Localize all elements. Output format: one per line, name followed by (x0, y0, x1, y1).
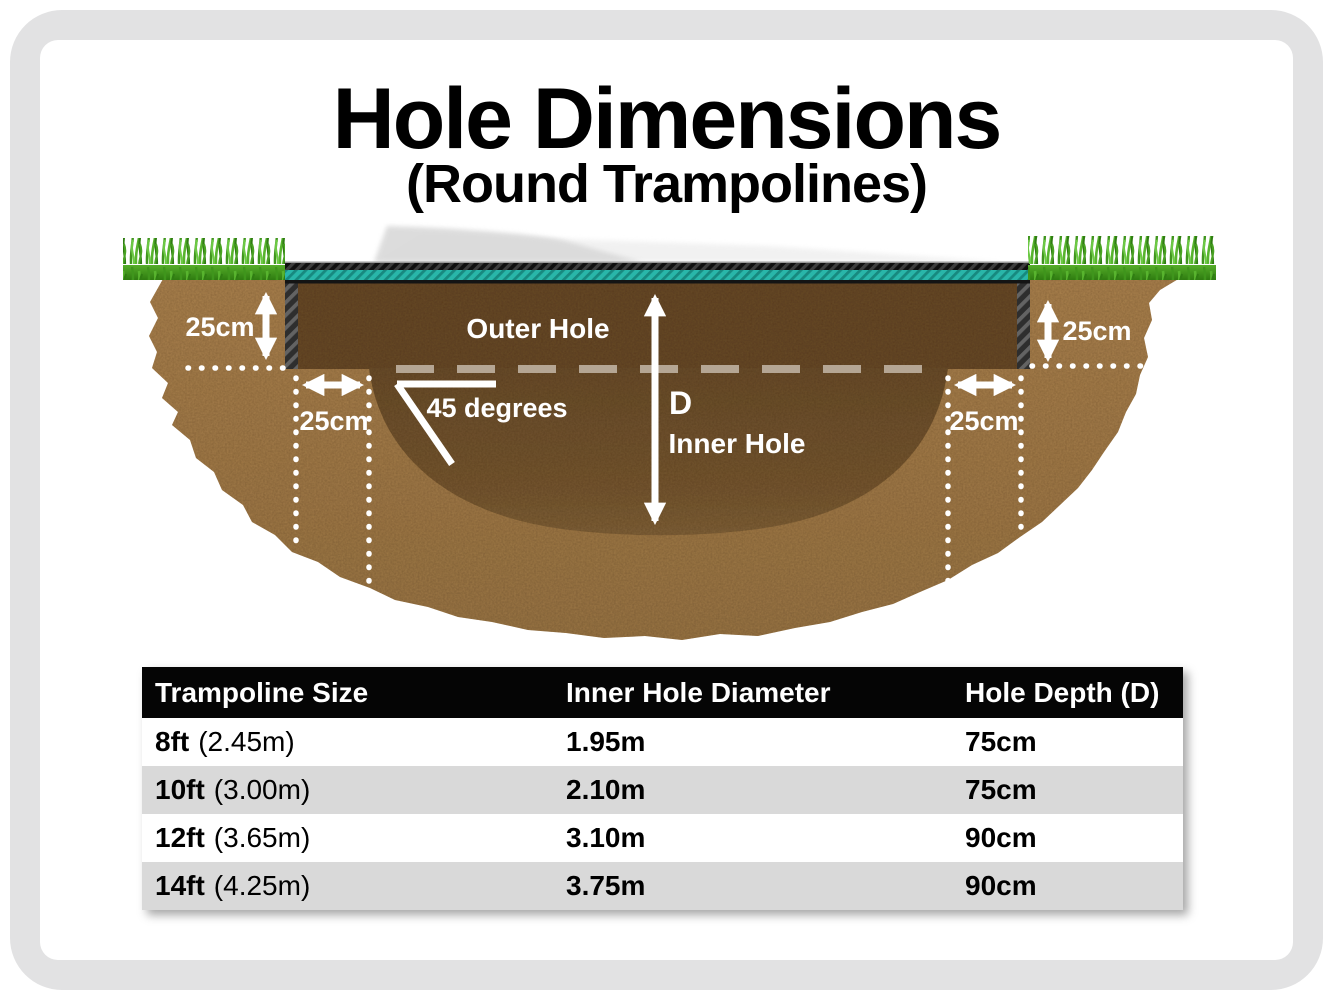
edge-depth-right-label: 25cm (1062, 316, 1131, 346)
size-metric: (2.45m) (198, 726, 295, 757)
page-subtitle: (Round Trampolines) (406, 154, 928, 214)
size-metric: (3.00m) (213, 774, 311, 805)
cell-depth: 90cm (965, 822, 1037, 853)
cell-size: 14ft (4.25m) (142, 870, 566, 902)
cell-diameter: 2.10m (566, 774, 646, 805)
ledge-width-left-label: 25cm (299, 406, 368, 436)
cell-depth: 90cm (965, 870, 1037, 901)
size-value: 12ft (155, 822, 205, 853)
grass-right (1028, 236, 1216, 280)
table-row: 8ft (2.45m) 1.95m 75cm (142, 718, 1183, 766)
retaining-wall-right (1017, 282, 1030, 369)
inner-hole-label: Inner Hole (669, 428, 806, 459)
ledge-width-right-label: 25cm (949, 406, 1018, 436)
edge-depth-left-label: 25cm (185, 312, 254, 342)
cell-depth: 75cm (965, 726, 1037, 757)
cell-diameter: 3.75m (566, 870, 646, 901)
table-row: 14ft (4.25m) 3.75m 90cm (142, 862, 1183, 910)
cell-diameter: 1.95m (566, 726, 646, 757)
angle-label: 45 degrees (426, 393, 567, 423)
cell-size: 8ft (2.45m) (142, 726, 566, 758)
trampoline-mat (285, 261, 1030, 284)
outer-hole-label: Outer Hole (466, 313, 609, 344)
depth-label: D (669, 385, 692, 421)
header-hole-depth: Hole Depth (D) (965, 676, 1160, 708)
dimensions-table: Trampoline Size Inner Hole Diameter Hole… (142, 667, 1183, 910)
table-row: 10ft (3.00m) 2.10m 75cm (142, 766, 1183, 814)
header-trampoline-size: Trampoline Size (155, 676, 369, 708)
page-title: Hole Dimensions (332, 71, 1003, 167)
size-value: 10ft (155, 774, 205, 805)
grass-left (123, 238, 285, 280)
cell-diameter: 3.10m (566, 822, 646, 853)
size-value: 8ft (155, 726, 190, 757)
size-metric: (3.65m) (213, 822, 311, 853)
retaining-wall-left (285, 282, 298, 369)
diagram-labels: Outer Hole Inner Hole D 45 degrees 25cm … (185, 312, 1131, 459)
size-metric: (4.25m) (213, 870, 311, 901)
table-row: 12ft (3.65m) 3.10m 90cm (142, 814, 1183, 862)
dimension-arrows (254, 291, 1060, 526)
table-header-row: Trampoline Size Inner Hole Diameter Hole… (142, 667, 1183, 718)
background-swoosh (374, 226, 1005, 262)
cell-depth: 75cm (965, 774, 1037, 805)
size-value: 14ft (155, 870, 205, 901)
header-inner-hole-diameter: Inner Hole Diameter (566, 676, 831, 708)
cell-size: 12ft (3.65m) (142, 822, 566, 854)
dotted-guides (185, 363, 1153, 593)
cell-size: 10ft (3.00m) (142, 774, 566, 806)
angle-line-sloped (394, 382, 455, 466)
